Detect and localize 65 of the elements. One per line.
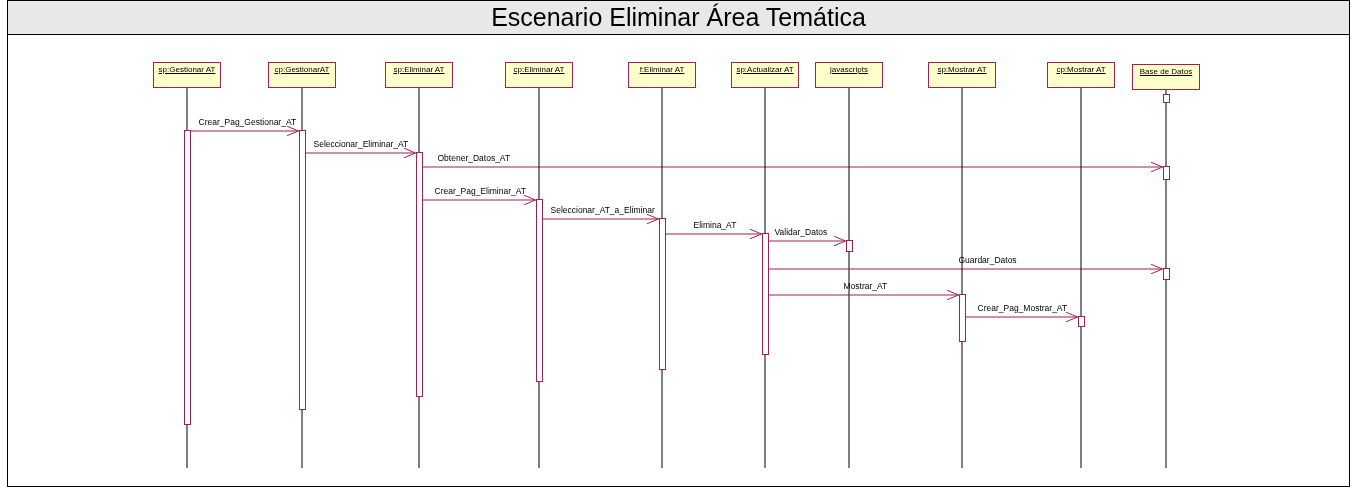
- activation-bar: [1077, 316, 1085, 327]
- object-box: [731, 62, 799, 88]
- message-arrow: [422, 161, 1163, 173]
- message-label: Seleccionar_AT_a_Eliminar: [550, 206, 655, 215]
- object-name: cp:GestionarAT: [274, 65, 330, 75]
- message-arrow: [422, 194, 536, 206]
- message-label: Crear_Pag_Mostrar_AT: [977, 304, 1068, 313]
- activation-bar: [183, 130, 191, 425]
- lifeline: [1165, 89, 1167, 95]
- object-name: sp:Gestionar AT: [158, 65, 216, 75]
- lifeline: [848, 87, 850, 241]
- message-arrow: [965, 311, 1078, 323]
- object-box: [1047, 62, 1115, 88]
- object-name: f:Eliminar AT: [639, 65, 685, 75]
- lifeline: [301, 87, 303, 131]
- message-arrow: [665, 228, 762, 240]
- activation-bar: [1162, 94, 1170, 103]
- object-box: [928, 62, 996, 88]
- object-box: [1132, 64, 1200, 90]
- title: Escenario Eliminar Área Temática: [491, 5, 866, 30]
- activation-bar: [958, 294, 966, 342]
- object-name: cp:Mostrar AT: [1056, 65, 1106, 75]
- message-label: Crear_Pag_Gestionar_AT: [198, 118, 297, 127]
- object-box: [815, 62, 883, 88]
- lifeline: [1165, 179, 1167, 269]
- activation-bar: [535, 199, 543, 382]
- message-arrow: [768, 289, 959, 301]
- object-name: Base de Datos: [1139, 67, 1193, 77]
- object-box: [628, 62, 696, 88]
- message-label: Validar_Datos: [774, 228, 828, 237]
- activation-bar: [415, 152, 423, 397]
- message-label: Elimina_AT: [693, 221, 737, 230]
- message-arrow: [305, 147, 416, 159]
- activation-bar: [298, 130, 306, 410]
- activation-bar: [1162, 268, 1170, 280]
- lifeline: [764, 87, 766, 234]
- activation-bar: [845, 240, 853, 252]
- message-arrow: [768, 263, 1163, 275]
- object-name: cp:Eliminar AT: [513, 65, 565, 75]
- activation-bar: [1162, 166, 1170, 180]
- lifeline: [1080, 87, 1082, 317]
- object-box: [153, 62, 221, 88]
- lifeline: [538, 87, 540, 200]
- message-label: Obtener_Datos_AT: [437, 154, 511, 163]
- lifeline: [418, 87, 420, 153]
- activation-bar: [658, 218, 666, 370]
- message-arrow: [542, 213, 659, 225]
- message-arrow: [768, 235, 846, 247]
- object-name: javascripts: [830, 65, 868, 75]
- message-arrow: [190, 125, 299, 137]
- object-box: [268, 62, 336, 88]
- object-box: [385, 62, 453, 88]
- lifeline: [1165, 102, 1167, 167]
- object-name: sp:Actualizar AT: [736, 65, 794, 75]
- message-label: Crear_Pag_Eliminar_AT: [434, 187, 526, 196]
- message-label: Mostrar_AT: [843, 282, 888, 291]
- message-label: Guardar_Datos: [958, 256, 1017, 265]
- object-name: sp:Mostrar AT: [937, 65, 987, 75]
- activation-bar: [761, 233, 769, 355]
- lifeline: [186, 87, 188, 131]
- message-label: Seleccionar_Eliminar_AT: [313, 140, 409, 149]
- lifeline: [661, 87, 663, 219]
- object-name: sp:Eliminar AT: [393, 65, 445, 75]
- lifeline: [961, 87, 963, 295]
- object-box: [505, 62, 573, 88]
